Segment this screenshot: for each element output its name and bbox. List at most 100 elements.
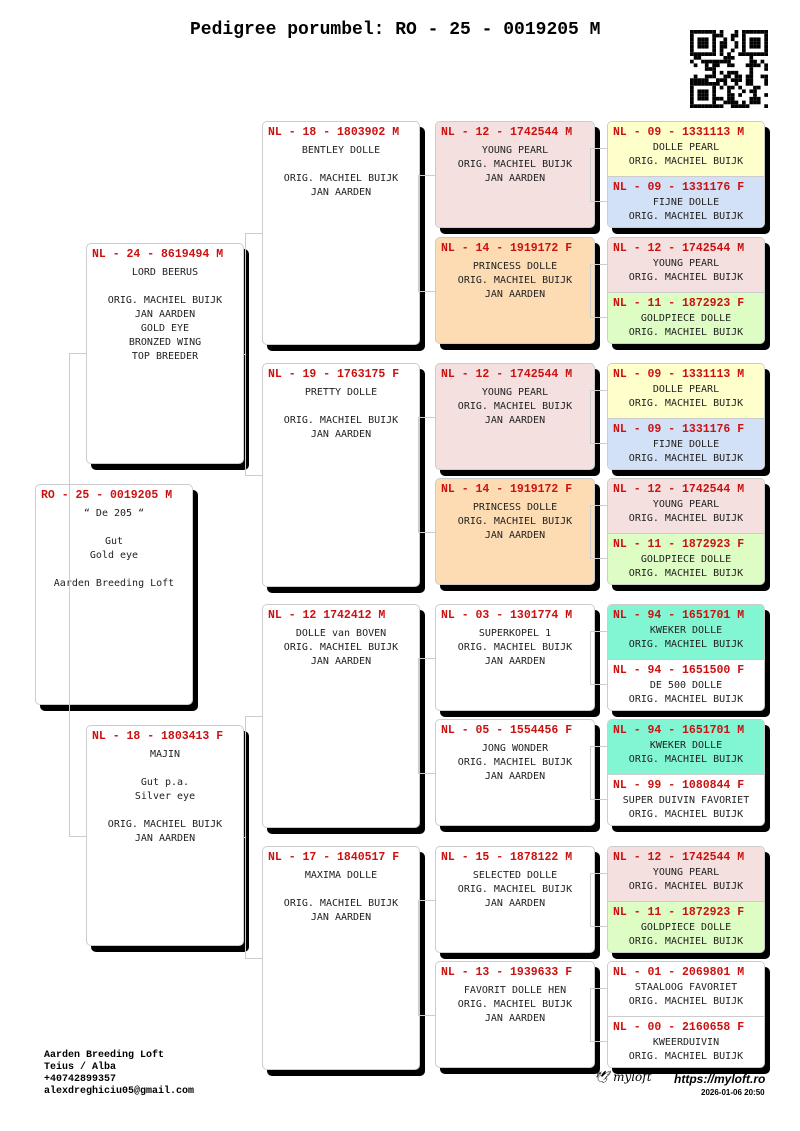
ring-number: NL - 94 - 1651500 F xyxy=(613,663,745,677)
ring-number: NL - 00 - 2160658 F xyxy=(613,1020,745,1034)
detail-line: ORIG. MACHIEL BUIJK xyxy=(628,156,744,167)
detail-line: ORIG. MACHIEL BUIJK xyxy=(283,642,399,653)
detail-line: SUPERKOPEL 1 xyxy=(478,628,552,639)
detail-line: MAXIMA DOLLE xyxy=(304,870,378,881)
ring-number: NL - 14 - 1919172 F xyxy=(441,483,573,496)
detail-line: DOLLE van BOVEN xyxy=(295,628,387,639)
detail-line: ORIG. MACHIEL BUIJK xyxy=(628,996,744,1007)
detail-line: STAALOOG FAVORIET xyxy=(634,982,738,993)
connector-line xyxy=(418,657,435,659)
detail-line: JAN AARDEN xyxy=(484,415,546,426)
connector-line xyxy=(590,263,591,318)
detail-line: GOLDPIECE DOLLE xyxy=(640,312,732,324)
detail-line: Silver eye xyxy=(134,791,196,802)
logo-text: myloft xyxy=(613,1070,652,1084)
ring-number: NL - 94 - 1651701 M xyxy=(613,724,745,737)
detail-line: SUPER DUIVIN FAVORIET xyxy=(622,794,750,806)
bird-details: SELECTED DOLLE ORIG. MACHIEL BUIJK JAN AAR… xyxy=(436,864,594,911)
ring-number: NL - 05 - 1554456 F xyxy=(441,724,573,737)
detail-line: GOLDPIECE DOLLE xyxy=(640,921,732,933)
detail-line: ORIG. MACHIEL BUIJK xyxy=(628,935,744,947)
bird-details: KWEKER DOLLE ORIG. MACHIEL BUIJK xyxy=(608,622,764,652)
detail-line: DOLLE PEARL xyxy=(652,384,720,395)
detail-line: JAN AARDEN xyxy=(484,1013,546,1024)
connector-line xyxy=(590,926,607,928)
detail-line xyxy=(263,400,419,414)
breeder-phone: +40742899357 xyxy=(44,1074,117,1085)
detail-line: PRETTY DOLLE xyxy=(304,387,378,398)
detail-line: DE 500 DOLLE xyxy=(649,679,723,691)
connector-line xyxy=(590,987,591,1042)
detail-line: SELECTED DOLLE xyxy=(472,870,558,881)
detail-line xyxy=(87,804,243,818)
detail-line: TOP BREEDER xyxy=(131,351,199,362)
connector-line xyxy=(590,799,607,801)
pigeon-card[interactable]: NL - 11 - 1872923 F GOLDPIECE DOLLE ORIG. … xyxy=(608,900,764,952)
detail-line: GOLD EYE xyxy=(140,323,190,334)
connector-line xyxy=(418,416,419,532)
detail-line: YOUNG PEARL xyxy=(481,145,549,156)
detail-line: ORIG. MACHIEL BUIJK xyxy=(457,884,573,895)
bird-icon: 🕊 xyxy=(594,1070,610,1084)
breeder-location: Teius / Alba xyxy=(44,1062,117,1073)
detail-line: ORIG. MACHIEL BUIJK xyxy=(628,639,744,650)
ring-number: NL - 19 - 1763175 F xyxy=(268,368,400,381)
detail-line: JAN AARDEN xyxy=(484,898,546,909)
detail-line: JAN AARDEN xyxy=(484,656,546,667)
detail-line: ORIG. MACHIEL BUIJK xyxy=(457,159,573,170)
ring-number: NL - 11 - 1872923 F xyxy=(613,905,745,919)
website-link[interactable]: https://myloft.ro xyxy=(674,1072,766,1086)
detail-line: GOLDPIECE DOLLE xyxy=(640,553,732,565)
detail-line: ORIG. MACHIEL BUIJK xyxy=(107,819,223,830)
bird-details: GOLDPIECE DOLLE ORIG. MACHIEL BUIJK xyxy=(608,919,764,949)
detail-line: Aarden Breeding Loft xyxy=(53,578,175,589)
connector-line xyxy=(418,174,419,291)
connector-line xyxy=(245,233,262,234)
breeder-name: Aarden Breeding Loft xyxy=(44,1050,165,1061)
detail-line: KWEKER DOLLE xyxy=(649,740,723,751)
detail-line: ORIG. MACHIEL BUIJK xyxy=(457,642,573,653)
detail-line: ORIG. MACHIEL BUIJK xyxy=(283,173,399,184)
detail-line: ORIG. MACHIEL BUIJK xyxy=(457,757,573,768)
detail-line: KWEKER DOLLE xyxy=(649,625,723,636)
connector-line xyxy=(590,263,607,265)
